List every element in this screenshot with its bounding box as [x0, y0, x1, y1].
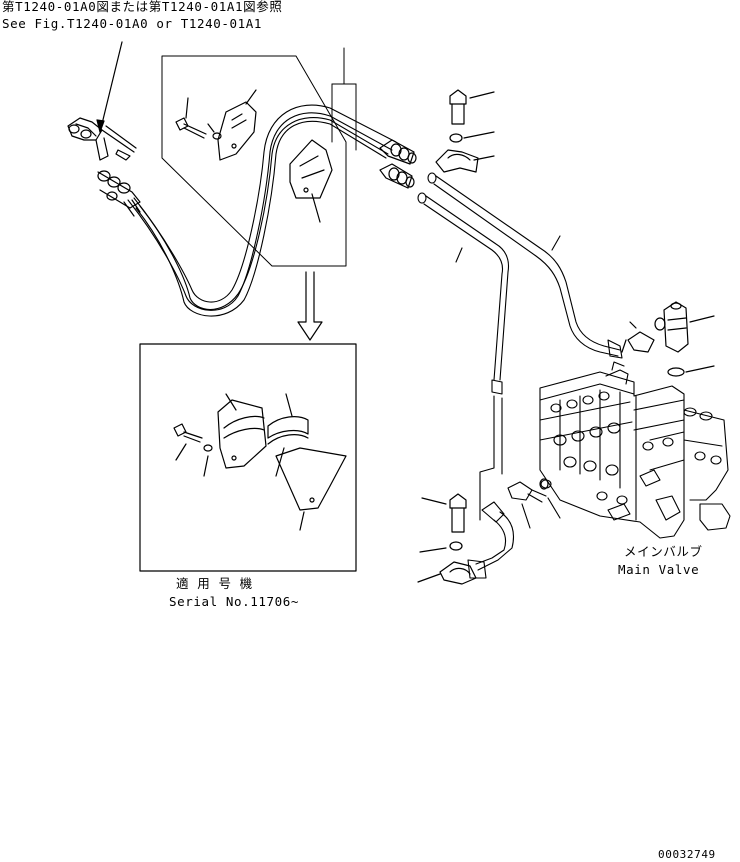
detail-arrow	[298, 272, 322, 340]
valve-oring	[540, 479, 548, 489]
steel-tube-right	[428, 173, 622, 358]
right-valve-fittings	[622, 302, 714, 376]
upper-bracket-parts	[176, 90, 332, 222]
drawing-number: 00032749	[658, 848, 716, 861]
main-valve-label-jp: メインバルブ	[624, 544, 703, 559]
hose-loop-outer	[128, 105, 396, 316]
left-hose-fittings-lower	[98, 171, 140, 216]
serial-label-jp: 適 用 号 機	[176, 576, 253, 591]
reference-pointer	[97, 42, 122, 132]
reference-note-jp: 第T1240-01A0図または第T1240-01A1図参照	[2, 0, 283, 14]
serial-label-en: Serial No.11706~	[169, 594, 300, 609]
steel-tube-left	[418, 193, 509, 520]
left-control-fitting-upper	[68, 118, 136, 160]
upper-detail-outline	[162, 48, 356, 266]
top-right-hardware	[436, 90, 494, 172]
reference-note-en: See Fig.T1240-01A0 or T1240-01A1	[2, 16, 263, 31]
lower-tube-assembly	[468, 480, 560, 578]
lower-left-hardware	[418, 494, 476, 584]
hose-end-fittings	[380, 140, 416, 188]
main-valve-label-en: Main Valve	[618, 562, 700, 577]
inset-detail-box	[140, 344, 356, 571]
main-valve-body	[540, 362, 730, 538]
